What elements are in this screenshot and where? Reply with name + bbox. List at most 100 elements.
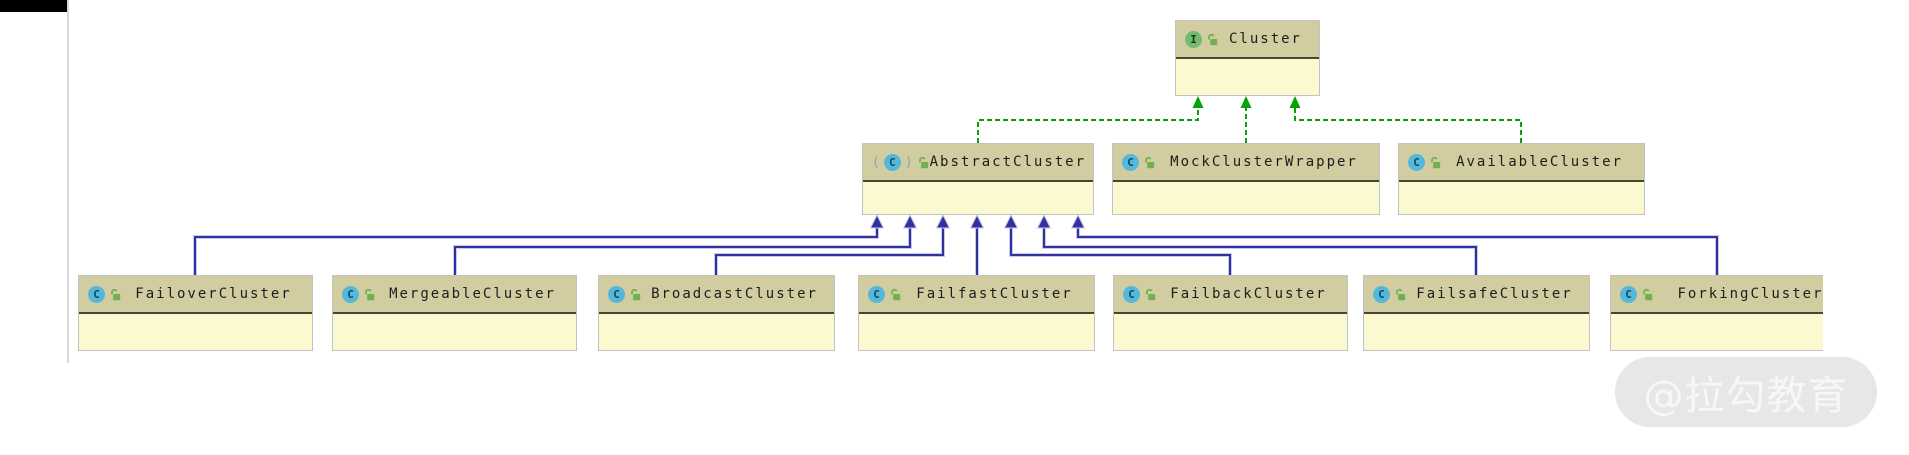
edge-failbackcluster-extends-abstract [1009, 228, 1232, 275]
node-box[interactable]: C FailoverCluster [78, 275, 313, 351]
node-box[interactable]: C ForkingCluster [1610, 275, 1823, 351]
class-name-label: ForkingCluster [1677, 286, 1823, 302]
class-icon: C [1122, 153, 1139, 171]
class-node-failfast-cluster[interactable]: C FailfastCluster [858, 275, 1095, 351]
node-box[interactable]: (C)AbstractCluster [862, 143, 1094, 215]
node-icons: C [342, 285, 375, 303]
class-node-mock-cluster-wrapper[interactable]: C MockClusterWrapper [1112, 143, 1380, 215]
node-header: C FailbackCluster [1114, 276, 1347, 314]
edge-broadcastcluster-extends-abstract [714, 228, 945, 275]
arrowhead-mergeablecluster-extends-abstract [902, 213, 918, 229]
edge-forkingcluster-extends-abstract [1076, 228, 1719, 275]
class-name-label: FailbackCluster [1170, 286, 1327, 302]
class-icon: C [868, 285, 885, 303]
class-name-label: FailfastCluster [916, 286, 1073, 302]
node-box[interactable]: C FailfastCluster [858, 275, 1095, 351]
abstract-paren-left: ( [872, 154, 880, 170]
class-name-label: FailoverCluster [135, 286, 292, 302]
node-header: C MergeableCluster [333, 276, 576, 314]
class-node-failback-cluster[interactable]: C FailbackCluster [1113, 275, 1348, 351]
node-header: C FailoverCluster [79, 276, 312, 314]
node-box[interactable]: I Cluster [1175, 20, 1320, 96]
window-corner-bar [0, 0, 68, 12]
abstract-class-icon: C [883, 153, 901, 171]
class-node-failover-cluster[interactable]: C FailoverCluster [78, 275, 313, 351]
class-node-failsafe-cluster[interactable]: C FailsafeCluster [1363, 275, 1590, 351]
node-icons: C [1408, 153, 1441, 171]
class-icon: C [342, 285, 359, 303]
node-icons: C [1122, 153, 1155, 171]
class-name-label: MockClusterWrapper [1170, 154, 1358, 170]
arrowhead-broadcastcluster-extends-abstract [935, 213, 951, 229]
node-box[interactable]: C FailsafeCluster [1363, 275, 1590, 351]
node-box[interactable]: C FailbackCluster [1113, 275, 1348, 351]
lock-icon [365, 288, 375, 300]
node-header: C FailfastCluster [859, 276, 1094, 314]
node-icons: C [88, 285, 121, 303]
arrowhead-failovercluster-extends-abstract [869, 213, 885, 229]
class-node-forking-cluster[interactable]: C ForkingCluster [1610, 275, 1823, 351]
abstract-paren-right: ) [904, 154, 913, 170]
lock-icon [631, 288, 641, 300]
lock-icon [111, 288, 121, 300]
class-name-label: Cluster [1228, 31, 1302, 47]
edge-failbackcluster-extends-abstract [1010, 228, 1231, 275]
node-header: C ForkingCluster [1611, 276, 1823, 314]
class-node-cluster[interactable]: I Cluster [1175, 20, 1320, 96]
lock-icon [1146, 288, 1156, 300]
node-header: (C)AbstractCluster [863, 144, 1093, 182]
edge-failovercluster-extends-abstract [193, 228, 879, 275]
lock-icon [891, 288, 901, 300]
lock-icon [1208, 33, 1218, 45]
class-name-label: MergeableCluster [389, 286, 556, 302]
watermark-text: @拉勾教育 [1643, 373, 1849, 419]
arrowhead-failfastcluster-extends-abstract [969, 213, 985, 229]
edge-broadcastcluster-extends-abstract [715, 228, 944, 275]
class-icon: C [1123, 285, 1140, 303]
class-node-abstract-cluster[interactable]: (C)AbstractCluster [862, 143, 1094, 215]
lock-icon [1396, 288, 1406, 300]
class-node-available-cluster[interactable]: C AvailableCluster [1398, 143, 1645, 215]
arrowhead-availablecluster-implements-cluster [1289, 96, 1301, 108]
node-icons: C [868, 285, 901, 303]
lock-icon [1643, 288, 1653, 300]
class-name-label: AvailableCluster [1456, 154, 1623, 170]
lock-icon [1431, 156, 1441, 168]
node-box[interactable]: C MergeableCluster [332, 275, 577, 351]
lock-icon [1145, 156, 1155, 168]
watermark-badge: @拉勾教育 [1615, 357, 1877, 427]
edge-abstractcluster-implements-cluster [977, 108, 1199, 143]
class-icon: C [1620, 285, 1637, 303]
class-icon: C [608, 285, 625, 303]
node-header: I Cluster [1176, 21, 1319, 59]
interface-icon: I [1185, 30, 1202, 48]
node-icons: C [1373, 285, 1406, 303]
class-icon: C [88, 285, 105, 303]
node-header: C FailsafeCluster [1364, 276, 1589, 314]
node-header: C MockClusterWrapper [1113, 144, 1379, 182]
edge-mergeablecluster-extends-abstract [454, 228, 911, 275]
arrowhead-forkingcluster-extends-abstract [1070, 213, 1086, 229]
edge-failovercluster-extends-abstract [194, 228, 878, 275]
arrowhead-mockclusterwrapper-implements-cluster [1240, 96, 1252, 108]
arrowhead-abstractcluster-implements-cluster [1192, 96, 1204, 108]
panel-divider-line [67, 0, 69, 363]
node-box[interactable]: C AvailableCluster [1398, 143, 1645, 215]
node-icons: (C) [872, 153, 929, 171]
lock-icon [918, 156, 928, 168]
node-icons: C [608, 285, 641, 303]
class-node-mergeable-cluster[interactable]: C MergeableCluster [332, 275, 577, 351]
edge-failsafecluster-extends-abstract [1043, 228, 1477, 275]
node-box[interactable]: C MockClusterWrapper [1112, 143, 1380, 215]
class-name-label: AbstractCluster [929, 154, 1087, 170]
class-icon: C [1373, 285, 1390, 303]
edge-forkingcluster-extends-abstract [1077, 228, 1718, 275]
class-icon: C [1408, 153, 1425, 171]
node-header: C AvailableCluster [1399, 144, 1644, 182]
edge-mergeablecluster-extends-abstract [453, 228, 912, 275]
class-name-label: FailsafeCluster [1416, 286, 1573, 302]
